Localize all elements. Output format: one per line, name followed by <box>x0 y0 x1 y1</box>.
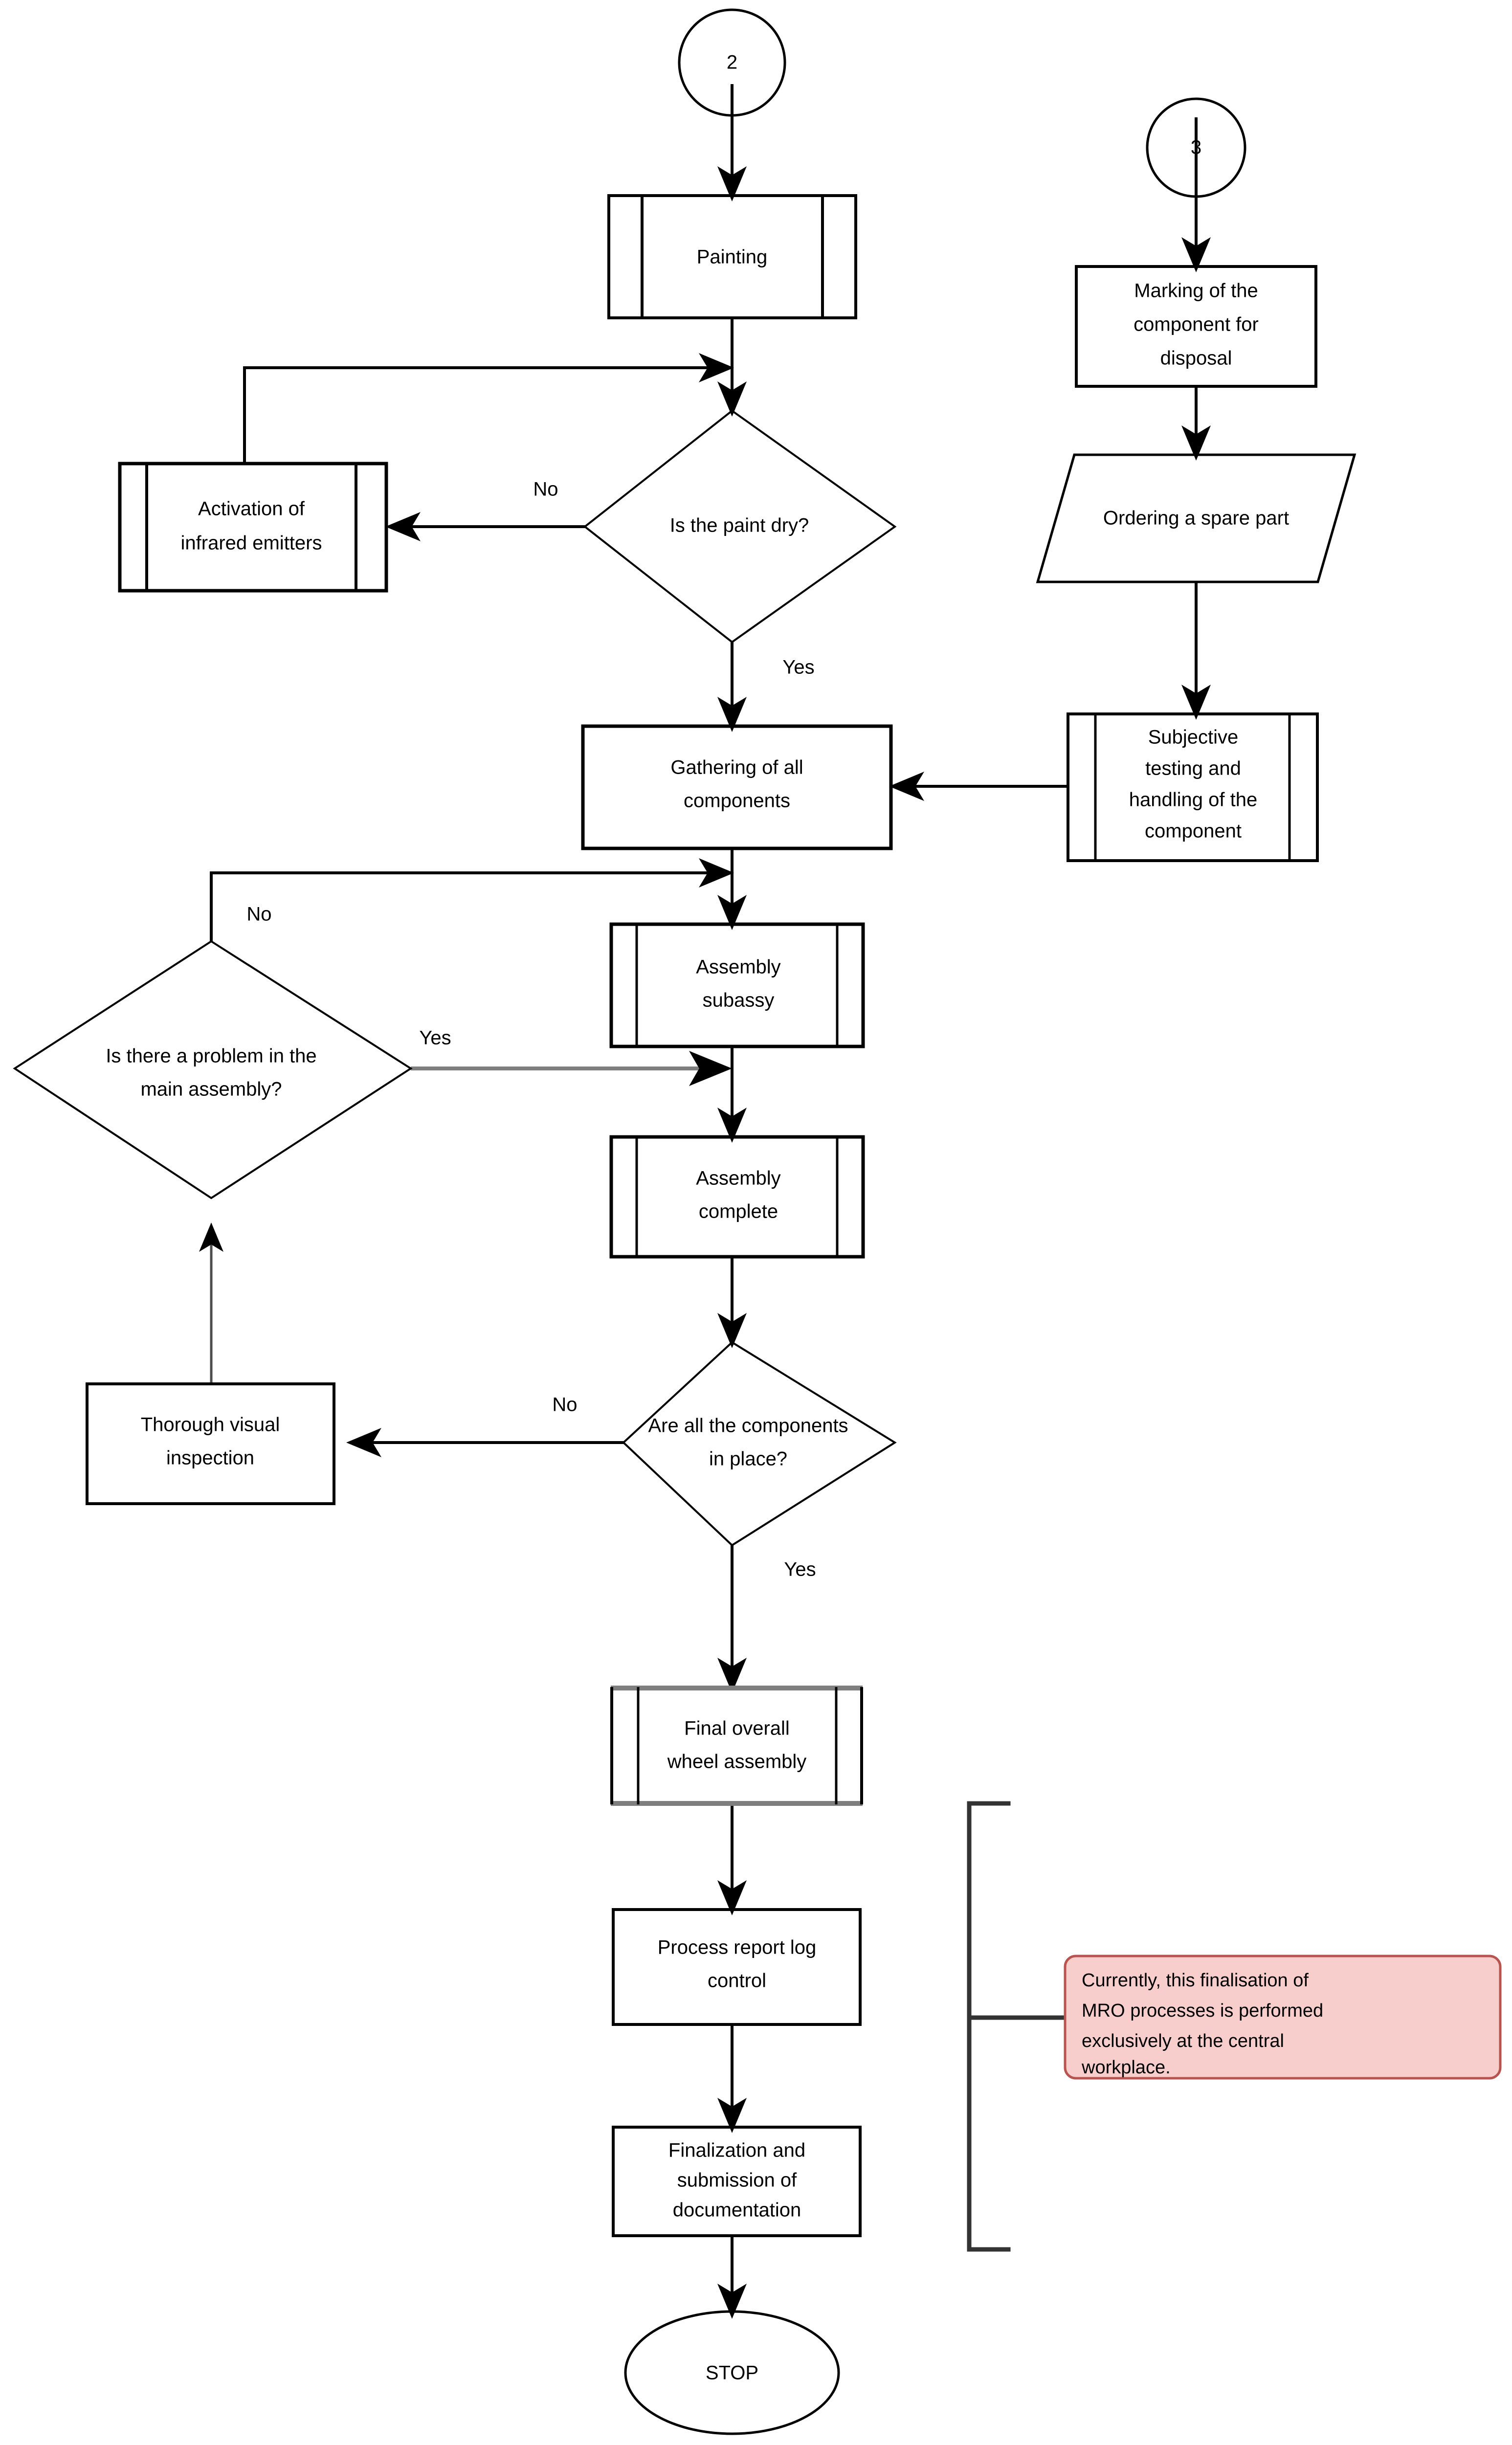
node-connector-2[interactable]: 2 <box>678 8 786 117</box>
node-process-report[interactable]: Process report log control <box>612 1908 862 2026</box>
node-stop-terminator[interactable]: STOP <box>624 2310 840 2435</box>
components-label-line-2: in place? <box>709 1448 787 1470</box>
subjective-line-3: handling of the <box>1129 789 1257 811</box>
order-spare-label: Ordering a spare part <box>1103 508 1289 529</box>
marking-disposal-line-3: disposal <box>1160 348 1232 369</box>
node-connector-3[interactable]: 3 <box>1146 97 1246 198</box>
subjective-line-4: component <box>1145 821 1242 842</box>
infrared-label-line-2: infrared emitters <box>181 533 322 554</box>
annotation-note[interactable]: Currently, this finalisation of MRO proc… <box>1064 1955 1502 2080</box>
infrared-label-line-1: Activation of <box>198 498 305 520</box>
node-painting[interactable]: Painting <box>607 194 857 319</box>
process-report-line-2: control <box>708 1970 766 1992</box>
node-visual-inspection[interactable]: Thorough visual inspection <box>86 1382 335 1505</box>
annotation-line-2: MRO processes is performed <box>1082 2000 1323 2021</box>
node-assembly-subassy[interactable]: Assembly subassy <box>609 922 865 1048</box>
node-marking-disposal[interactable]: Marking of the component for disposal <box>1075 265 1317 388</box>
gathering-line-1: Gathering of all <box>670 757 803 778</box>
visual-inspection-line-1: Thorough visual <box>141 1414 280 1436</box>
connector-2-label: 2 <box>727 52 737 73</box>
node-final-wheel-assembly[interactable]: Final overall wheel assembly <box>610 1686 863 1806</box>
node-finalization[interactable]: Finalization and submission of documenta… <box>612 2126 862 2237</box>
node-problem-main-assembly-decision[interactable]: Is there a problem in the main assembly? <box>13 940 413 1200</box>
assembly-complete-line-2: complete <box>699 1201 778 1222</box>
painting-label: Painting <box>697 246 768 268</box>
edge-label-components-no: No <box>552 1394 577 1416</box>
final-wheel-line-1: Final overall <box>684 1718 790 1739</box>
node-components-in-place-decision[interactable]: Are all the components in place? <box>622 1341 897 1547</box>
node-assembly-complete[interactable]: Assembly complete <box>609 1135 865 1259</box>
problem-label-line-1: Is there a problem in the <box>106 1045 316 1067</box>
marking-disposal-line-2: component for <box>1134 314 1259 335</box>
annotation-line-3: exclusively at the central <box>1082 2031 1284 2051</box>
components-label-line-1: Are all the components <box>648 1415 848 1437</box>
final-wheel-line-2: wheel assembly <box>667 1751 807 1773</box>
node-gathering-components[interactable]: Gathering of all components <box>581 724 893 850</box>
annotation-line-1: Currently, this finalisation of <box>1082 1970 1309 1991</box>
annotation-line-4: workplace. <box>1081 2057 1171 2078</box>
process-report-line-1: Process report log <box>658 1937 817 1958</box>
subassy-line-2: subassy <box>703 990 775 1011</box>
marking-disposal-line-1: Marking of the <box>1134 280 1258 302</box>
node-order-spare-part[interactable]: Ordering a spare part <box>1036 453 1356 583</box>
paint-dry-label: Is the paint dry? <box>670 515 809 536</box>
visual-inspection-line-2: inspection <box>166 1447 254 1469</box>
edge-problem-no-loop <box>210 858 734 941</box>
assembly-complete-line-1: Assembly <box>696 1168 780 1189</box>
node-infrared-emitters[interactable]: Activation of infrared emitters <box>118 462 388 593</box>
finalization-line-2: submission of <box>677 2170 797 2191</box>
subjective-line-2: testing and <box>1145 758 1241 779</box>
stop-label: STOP <box>706 2362 758 2384</box>
node-subjective-testing[interactable]: Subjective testing and handling of the c… <box>1067 712 1319 862</box>
problem-label-line-2: main assembly? <box>140 1079 282 1100</box>
edge-label-components-yes: Yes <box>784 1559 816 1580</box>
edge-label-paint-dry-no: No <box>533 479 558 500</box>
subjective-line-1: Subjective <box>1148 727 1239 748</box>
annotation-bracket <box>967 1801 1011 2252</box>
finalization-line-1: Finalization and <box>668 2140 805 2161</box>
edge-label-problem-no: No <box>246 904 271 925</box>
edge-label-paint-dry-yes: Yes <box>782 657 814 678</box>
node-paint-dry-decision[interactable]: Is the paint dry? <box>583 409 897 644</box>
edge-label-problem-yes: Yes <box>419 1027 451 1049</box>
gathering-line-2: components <box>684 790 790 812</box>
connector-3-label: 3 <box>1191 137 1201 158</box>
subassy-line-1: Assembly <box>696 956 780 978</box>
edge-infrared-loop-back <box>243 353 734 464</box>
finalization-line-3: documentation <box>673 2200 801 2221</box>
